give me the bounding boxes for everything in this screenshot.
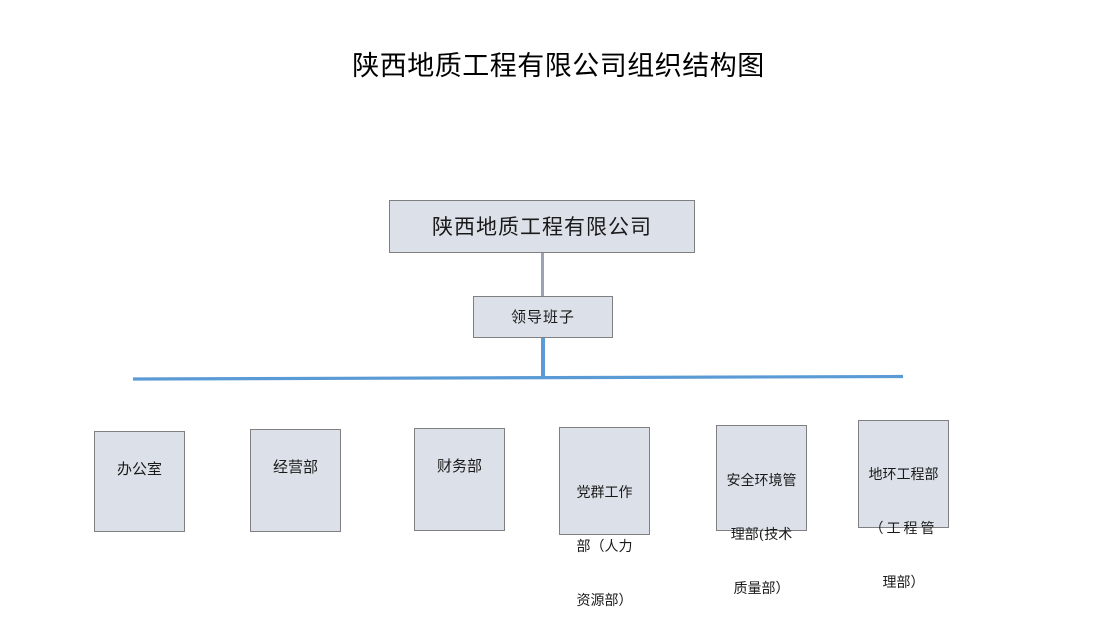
connector-leadership-to-bus: [541, 338, 545, 379]
org-node-department-party-hr[interactable]: 党群工作 部（人力 资源部）: [559, 427, 650, 609]
label-line-1: 党群工作: [576, 485, 633, 501]
label-line-2: 部（人力: [576, 539, 633, 555]
label-line-3: 资源部）: [576, 593, 633, 609]
org-node-department-geo-engineering[interactable]: 地环工程部 （工程管 理部）: [858, 420, 949, 591]
label-line-2: 理部(技术: [730, 527, 793, 543]
label-line-3: 理部）: [882, 575, 925, 591]
page-title: 陕西地质工程有限公司组织结构图: [352, 51, 765, 82]
org-node-department-label: 经营部: [272, 458, 318, 476]
org-node-department-business[interactable]: 经营部: [250, 429, 341, 532]
label-line-1: 地环工程部: [868, 467, 939, 483]
label-line-1: 安全环境管: [726, 473, 797, 489]
org-node-department-label: 财务部: [436, 457, 482, 475]
label-line-2: （工程管: [869, 521, 938, 537]
org-node-company-label: 陕西地质工程有限公司: [432, 214, 652, 239]
org-node-department-label: 地环工程部 （工程管 理部）: [859, 435, 948, 597]
label-line-3: 质量部）: [733, 581, 790, 597]
org-node-department-label: 办公室: [116, 460, 162, 478]
org-node-company[interactable]: 陕西地质工程有限公司: [389, 200, 695, 253]
org-node-department-finance[interactable]: 财务部: [414, 428, 505, 531]
connector-horizontal-bus: [133, 370, 903, 382]
org-node-department-label: 安全环境管 理部(技术 质量部）: [717, 441, 806, 603]
org-node-leadership-label: 领导班子: [510, 308, 575, 326]
org-node-leadership[interactable]: 领导班子: [473, 296, 613, 338]
org-node-department-office[interactable]: 办公室: [94, 431, 185, 532]
org-node-department-label: 党群工作 部（人力 资源部）: [560, 453, 649, 615]
org-node-department-safety-environment[interactable]: 安全环境管 理部(技术 质量部）: [716, 425, 807, 597]
connector-company-to-leadership: [541, 253, 544, 297]
